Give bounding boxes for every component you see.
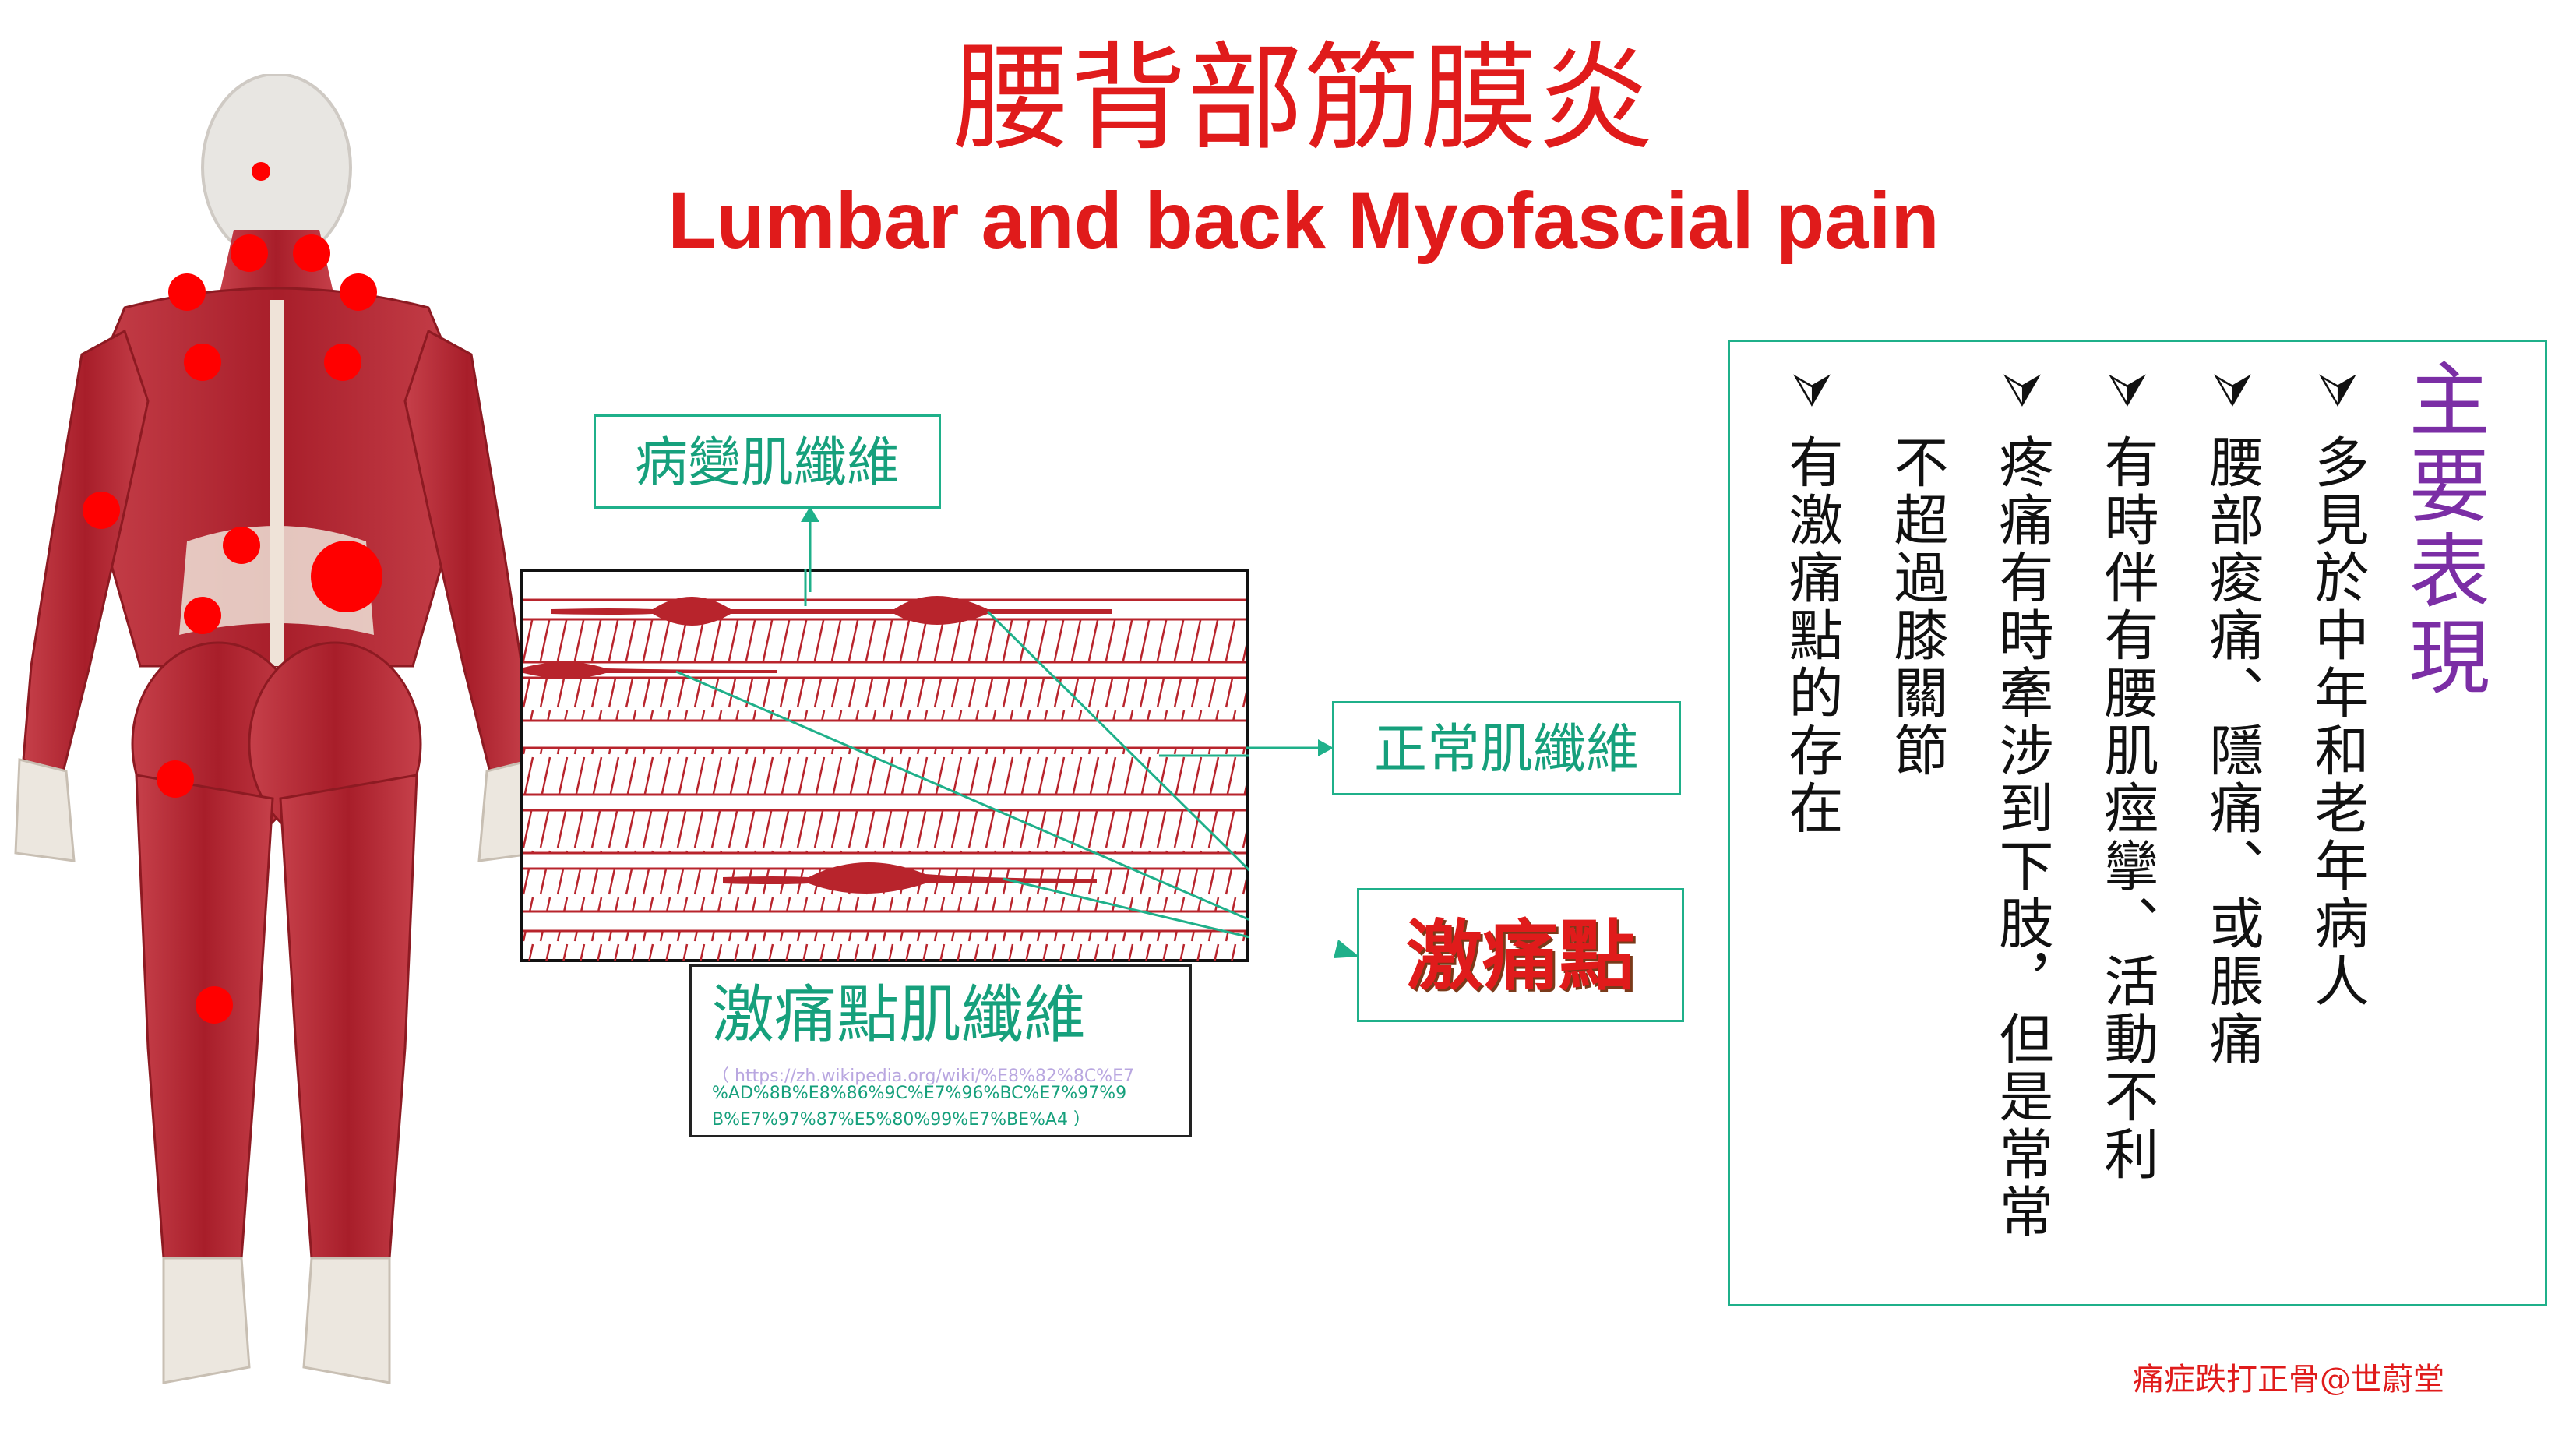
right-leg-shape xyxy=(279,774,418,1307)
trigger-point-dot xyxy=(196,986,233,1024)
arrow-to-normal xyxy=(1246,739,1334,756)
normal-fiber-label-box: 正常肌纖維 xyxy=(1332,701,1681,795)
fiber-knot xyxy=(523,661,777,679)
trigger-point-dot xyxy=(184,344,221,381)
check-arrow-icon: ⮛ xyxy=(2317,363,2358,418)
check-arrow-icon: ⮛ xyxy=(2002,363,2042,418)
source-url-link[interactable]: （ https://zh.wikipedia.org/wiki/%E8%82%8… xyxy=(712,1066,1134,1086)
check-arrow-icon: ⮛ xyxy=(1792,363,1832,418)
fiber-knot xyxy=(723,862,1097,894)
trigger-point-dot xyxy=(231,234,268,272)
panel-item: 腰部痠痛、隱痛、或脹痛 xyxy=(2201,434,2264,1068)
trigger-point-dot xyxy=(293,234,330,272)
left-leg-shape xyxy=(135,774,274,1307)
panel-heading: 主要表現 xyxy=(2395,358,2490,700)
main-manifestations-panel: 主要表現 ⮛ 多見於中年和老年病人 ⮛ 腰部痠痛、隱痛、或脹痛 ⮛ 有時伴有腰肌… xyxy=(1728,340,2547,1306)
trigger-points xyxy=(83,162,382,1024)
trigger-point-dot xyxy=(252,162,270,181)
panel-item-continuation: 不超過膝關節 xyxy=(1885,434,1949,780)
trigger-fiber-source-box: 激痛點肌纖維 （ https://zh.wikipedia.org/wiki/%… xyxy=(689,964,1192,1137)
trigger-point-dot xyxy=(168,273,206,311)
panel-item: 有激痛點的存在 xyxy=(1780,434,1844,837)
trigger-fiber-title: 激痛點肌纖維 xyxy=(712,978,1086,1051)
check-arrow-icon: ⮛ xyxy=(2212,363,2253,418)
source-url-line: %AD%8B%E8%86%9C%E7%96%BC%E7%97%9 xyxy=(712,1084,1127,1103)
check-arrow-icon: ⮛ xyxy=(2107,363,2148,418)
trigger-point-dot xyxy=(340,273,377,311)
page-title-chinese: 腰背部筋膜炎 xyxy=(953,31,1654,167)
trigger-point-label-box: 激痛點 xyxy=(1357,888,1684,1022)
normal-fiber-label: 正常肌纖維 xyxy=(1373,719,1639,781)
trigger-point-dot xyxy=(324,344,361,381)
trigger-point-dot xyxy=(157,760,194,798)
arrow-to-diseased xyxy=(801,506,819,592)
muscle-fiber-diagram xyxy=(520,569,1249,962)
watermark-text: 痛症跌打正骨@世蔚堂 xyxy=(2133,1362,2444,1398)
panel-item: 疼痛有時牽涉到下肢，但是常常 xyxy=(1990,434,2054,1241)
page-title-english: Lumbar and back Myofascial pain xyxy=(668,176,1940,265)
panel-item: 有時伴有腰肌痙攣、活動不利 xyxy=(2095,434,2159,1183)
panel-item: 多見於中年和老年病人 xyxy=(2306,434,2370,1010)
trigger-point-dot xyxy=(83,492,120,529)
trigger-point-dot xyxy=(223,527,260,564)
fiber-knot xyxy=(551,596,1112,626)
back-muscle-figure xyxy=(14,74,539,1384)
diseased-fiber-label: 病變肌纖維 xyxy=(634,432,900,494)
diseased-fiber-label-box: 病變肌纖維 xyxy=(594,414,941,509)
trigger-point-dot xyxy=(311,541,382,612)
arrows-to-trigger-point xyxy=(1334,940,1359,958)
trigger-point-label: 激痛點 xyxy=(1405,912,1635,1001)
source-url-line: B%E7%97%87%E5%80%99%E7%BE%A4 ） xyxy=(712,1110,1091,1130)
trigger-point-dot xyxy=(184,597,221,634)
